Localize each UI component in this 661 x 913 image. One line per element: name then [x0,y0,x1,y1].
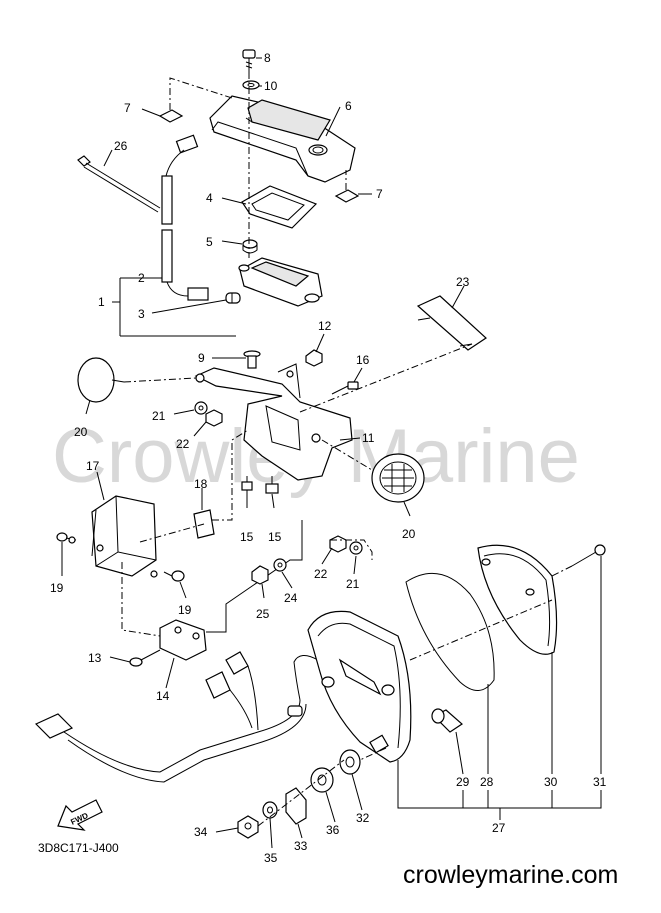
screw-8 [242,49,256,72]
site-url: crowleymarine.com [403,861,618,889]
callout-9: 9 [198,351,205,365]
pad-7a [158,109,184,123]
callout-2: 2 [138,271,145,285]
reflector-20a [77,357,125,403]
callout-19b: 19 [178,603,192,617]
callout-25: 25 [256,607,270,621]
callout-17: 17 [86,459,100,473]
callout-20a: 20 [74,425,88,439]
washer-10 [242,80,260,90]
grommet-5 [242,239,258,254]
callout-36: 36 [326,823,340,837]
callout-13: 13 [88,651,102,665]
callout-7a: 7 [124,101,131,115]
callout-28: 28 [480,775,494,789]
callout-7b: 7 [376,187,383,201]
callout-6: 6 [345,99,352,113]
callout-10: 10 [264,79,278,93]
callout-3: 3 [138,307,145,321]
callout-18: 18 [194,477,208,491]
grommet-32 [339,749,361,775]
bulb-29 [431,708,463,733]
callout-11: 11 [362,431,375,445]
nut-12 [305,349,323,367]
callout-22b: 22 [314,567,328,581]
nut-22a [205,409,223,427]
callout-27: 27 [492,821,506,835]
callout-32: 32 [356,811,370,825]
callout-5: 5 [206,235,213,249]
bulb-3 [225,292,241,304]
callout-15a: 15 [240,530,254,544]
fwd-arrow-icon: FWD [57,799,103,831]
bolt-16 [331,381,359,395]
harness-2 [161,134,209,301]
callout-26: 26 [114,139,128,153]
pad-7b [334,189,360,203]
bolt-19a [56,532,77,544]
leader-lines [61,57,602,849]
bolt-15b [265,476,279,494]
collar-9 [243,350,261,369]
bracket-14 [159,619,207,661]
cable-tie-26 [77,155,161,213]
callout-16: 16 [356,353,370,367]
callout-19a: 19 [50,581,64,595]
callout-14: 14 [156,689,170,703]
wiring-harness [34,651,319,783]
callout-21b: 21 [346,577,360,591]
callout-8: 8 [264,51,271,65]
license-light-23 [416,295,487,351]
junction-box-17 [91,495,158,578]
callout-35: 35 [264,851,278,865]
callout-21a: 21 [152,409,166,423]
bracket-11 [194,363,353,481]
callout-20b: 20 [402,527,416,541]
nut-21a [194,401,208,415]
nut-22b [329,535,347,553]
meter-cover [209,95,356,183]
callout-29: 29 [456,775,470,789]
collar-33 [285,787,307,825]
callout-1: 1 [98,295,105,309]
reflector-20b [371,453,425,503]
callout-23: 23 [456,275,470,289]
callout-4: 4 [206,191,213,205]
callout-33: 33 [294,839,308,853]
callout-34: 34 [194,825,208,839]
callout-22a: 22 [176,437,190,451]
meter-unit [238,257,323,307]
washer-24 [273,558,287,572]
screw-31 [571,544,606,567]
screw-13 [129,649,161,667]
nut-25 [251,565,269,585]
drawing-code: 3D8C171-J400 [38,841,119,855]
bolt-19b [163,570,185,582]
lens-4 [241,185,318,229]
nut-21b [349,541,363,555]
callout-30: 30 [544,775,558,789]
taillight-housing [307,610,412,763]
callout-24: 24 [284,591,298,605]
lens-30 [477,544,558,655]
callout-labels: 8 10 7 6 7 26 4 5 2 1 3 9 12 16 23 11 20… [50,51,607,865]
washer-35 [262,801,278,819]
callout-15b: 15 [268,530,282,544]
gasket-28 [405,573,495,691]
callout-12: 12 [318,319,332,333]
nut-34 [237,815,259,839]
callout-31: 31 [593,775,607,789]
